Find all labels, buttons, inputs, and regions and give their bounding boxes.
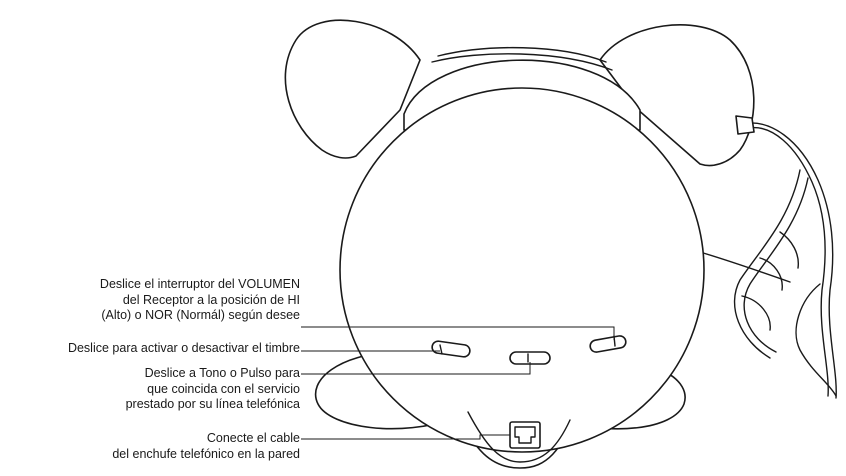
phone-cable-callout: Conecte el cable del enchufe telefónico … [112, 431, 300, 462]
ringer-switch [431, 340, 471, 358]
right-ear [599, 24, 755, 167]
cable-callout-line2: del enchufe telefónico en la pared [112, 446, 300, 461]
tone-callout-line3: prestado por su línea telefónica [125, 397, 300, 411]
head-seam [431, 53, 613, 71]
leader-lines [301, 326, 615, 440]
volume-callout-line2: del Receptor a la posición de HI [122, 292, 300, 307]
cable-callout-line1: Conecte el cable [206, 431, 300, 445]
volume-switch-callout: Deslice el interruptor del VOLUMEN del R… [100, 277, 300, 324]
ringer-callout-line1: Deslice para activar o desactivar el tim… [67, 341, 300, 355]
coiled-cord [699, 122, 837, 399]
phone-jack [509, 421, 541, 449]
tone-pulse-callout: Deslice a Tono o Pulso para que coincida… [126, 366, 300, 413]
volume-callout-line3: (Alto) o NOR (Normál) según desee [101, 308, 300, 322]
ringer-switch-callout: Deslice para activar o desactivar el tim… [68, 341, 300, 357]
volume-callout-line1: Deslice el interruptor del VOLUMEN [99, 277, 300, 291]
tone-callout-line2: que coincida con el servicio [147, 381, 300, 396]
cord-strain-relief [735, 115, 755, 135]
volume-switch [589, 335, 627, 353]
phone-body [339, 87, 705, 453]
left-ear [284, 19, 421, 159]
tone-callout-line1: Deslice a Tono o Pulso para [144, 366, 300, 380]
